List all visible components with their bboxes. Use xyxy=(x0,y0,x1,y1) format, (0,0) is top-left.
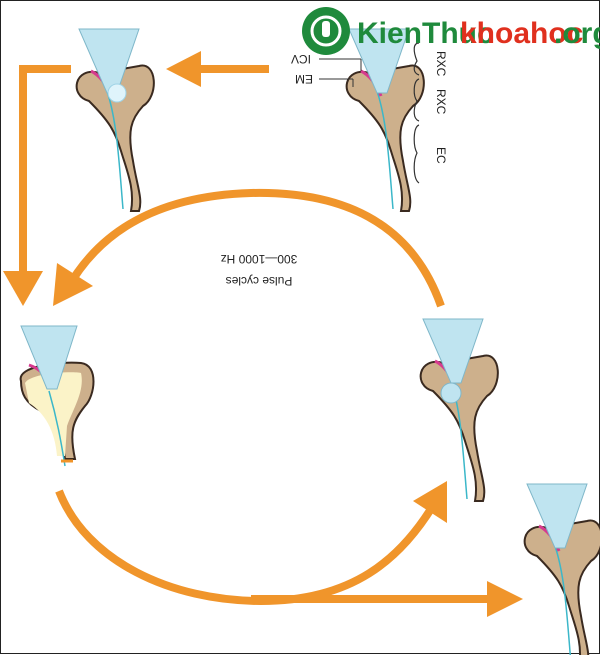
watermark-part1: KienThuc xyxy=(357,17,494,50)
droplet-marker xyxy=(440,382,462,404)
watermark-part3: .org xyxy=(554,17,600,50)
cycle-line2: 300—1000 Hz xyxy=(221,252,298,266)
arrow-cycle-upper xyxy=(62,188,445,308)
arrowhead-bottom-right xyxy=(487,581,523,617)
cell-stage-middle-right xyxy=(419,317,500,503)
cell-stage-top-right xyxy=(345,27,426,213)
cell-stage-middle-left xyxy=(19,325,95,467)
brace-rxc xyxy=(413,78,420,122)
arrowhead-cycle-upper xyxy=(53,263,93,306)
cycle-line1: Pulse cycles xyxy=(226,274,293,288)
label-icv: ICV xyxy=(291,52,311,66)
cycle-label: Pulse cycles 300—1000 Hz xyxy=(221,252,298,288)
label-rxc-top: RXC xyxy=(434,51,448,77)
cell-stage-top-left xyxy=(75,27,156,213)
arrowhead-cycle-lower xyxy=(413,481,447,523)
label-em: EM xyxy=(295,72,313,86)
cell-labels: ICV EM RXC RXC EC xyxy=(291,42,448,184)
bubble-marker xyxy=(107,83,127,103)
watermark: KienThuc khoahoc .org xyxy=(302,7,600,55)
watermark-part2: khoahoc xyxy=(460,17,583,50)
brace-rxc-top xyxy=(413,42,420,76)
arrow-left-down xyxy=(19,65,71,283)
arrowhead-left xyxy=(3,271,43,306)
label-rxc: RXC xyxy=(434,89,448,115)
arrowhead-top xyxy=(166,51,201,87)
cell-stage-bottom-right xyxy=(523,482,600,660)
label-ec: EC xyxy=(434,147,448,164)
brace-ec xyxy=(413,124,420,184)
arrow-cycle-lower xyxy=(55,489,441,606)
